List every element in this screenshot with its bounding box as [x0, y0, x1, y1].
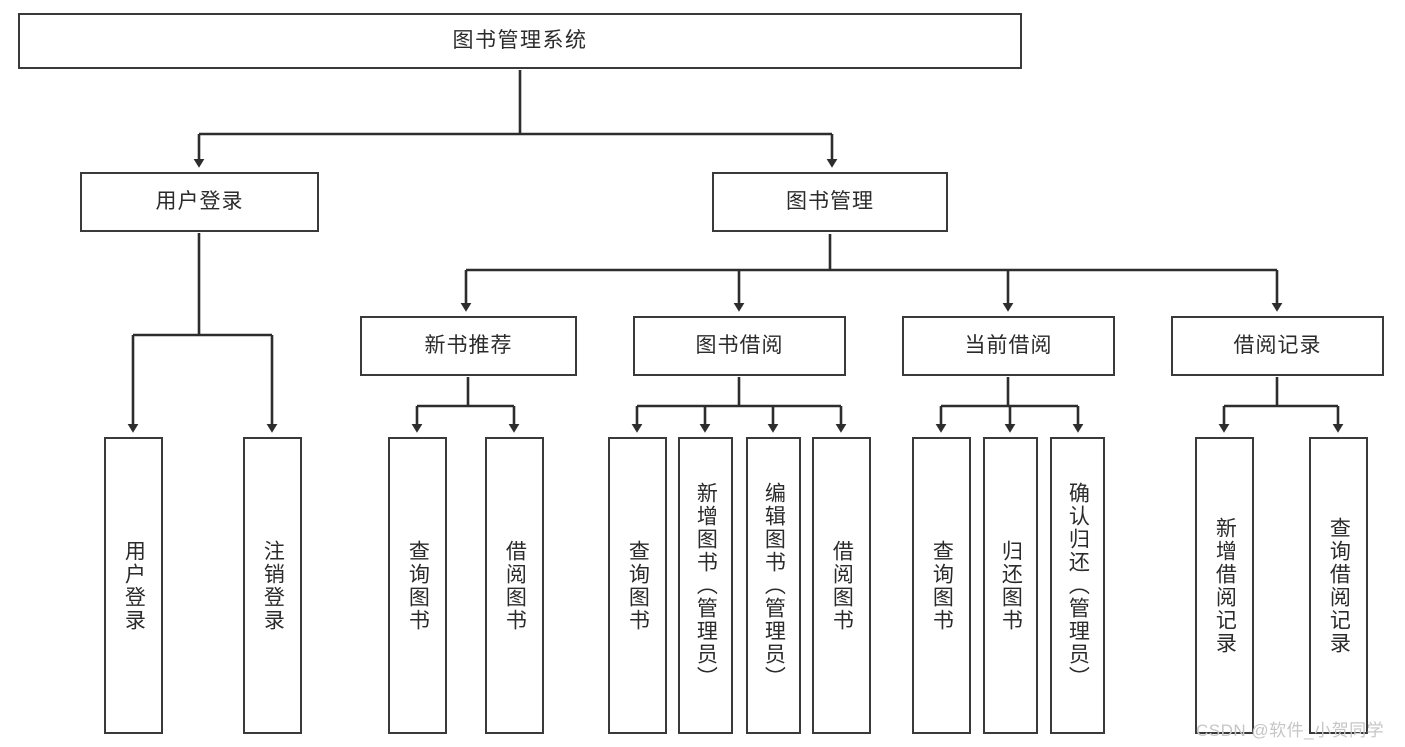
node-label: 查询图书: [406, 539, 430, 632]
node-label: 借阅图书: [503, 539, 527, 632]
node-label: 确认归还（管理员）: [1066, 482, 1090, 689]
leaf-add-book-admin[interactable]: 新增图书（管理员）: [678, 437, 733, 734]
node-label: 借阅记录: [1233, 334, 1322, 358]
node-label: 新增借阅记录: [1213, 516, 1237, 655]
node-label: 图书管理系统: [452, 29, 588, 53]
node-current-borrow[interactable]: 当前借阅: [902, 316, 1115, 376]
leaf-user-logout[interactable]: 注销登录: [243, 437, 302, 734]
node-label: 编辑图书（管理员）: [762, 482, 786, 689]
node-label: 新增图书（管理员）: [694, 482, 718, 689]
leaf-query-borrow-record[interactable]: 查询借阅记录: [1309, 437, 1368, 734]
leaf-edit-book-admin[interactable]: 编辑图书（管理员）: [746, 437, 801, 734]
node-user-login[interactable]: 用户登录: [80, 172, 319, 232]
node-label: 查询借阅记录: [1327, 516, 1351, 655]
node-label: 注销登录: [261, 539, 285, 632]
node-book-manage[interactable]: 图书管理: [712, 172, 948, 232]
leaf-add-borrow-record[interactable]: 新增借阅记录: [1195, 437, 1254, 734]
csdn-watermark: CSDN @软件_小贺同学: [1196, 721, 1385, 740]
leaf-query-book-borrow[interactable]: 查询图书: [608, 437, 667, 734]
node-new-book-recommend[interactable]: 新书推荐: [360, 316, 577, 376]
node-label: 用户登录: [122, 539, 146, 632]
node-label: 查询图书: [930, 539, 954, 632]
node-label: 归还图书: [999, 539, 1023, 632]
node-borrow-record[interactable]: 借阅记录: [1171, 316, 1384, 376]
node-label: 图书借阅: [695, 334, 784, 358]
node-label: 新书推荐: [424, 334, 513, 358]
node-label: 用户登录: [155, 190, 244, 214]
leaf-borrow-book-recommend[interactable]: 借阅图书: [485, 437, 544, 734]
leaf-return-book[interactable]: 归还图书: [983, 437, 1038, 734]
leaf-query-book-recommend[interactable]: 查询图书: [388, 437, 447, 734]
node-book-borrow[interactable]: 图书借阅: [633, 316, 846, 376]
node-label: 查询图书: [626, 539, 650, 632]
node-label: 当前借阅: [964, 334, 1053, 358]
leaf-borrow-book-borrow[interactable]: 借阅图书: [812, 437, 871, 734]
leaf-confirm-return-admin[interactable]: 确认归还（管理员）: [1050, 437, 1105, 734]
node-root-system[interactable]: 图书管理系统: [18, 13, 1022, 69]
leaf-user-login[interactable]: 用户登录: [104, 437, 163, 734]
node-label: 图书管理: [786, 190, 874, 214]
leaf-query-book-current[interactable]: 查询图书: [912, 437, 971, 734]
node-label: 借阅图书: [830, 539, 854, 632]
